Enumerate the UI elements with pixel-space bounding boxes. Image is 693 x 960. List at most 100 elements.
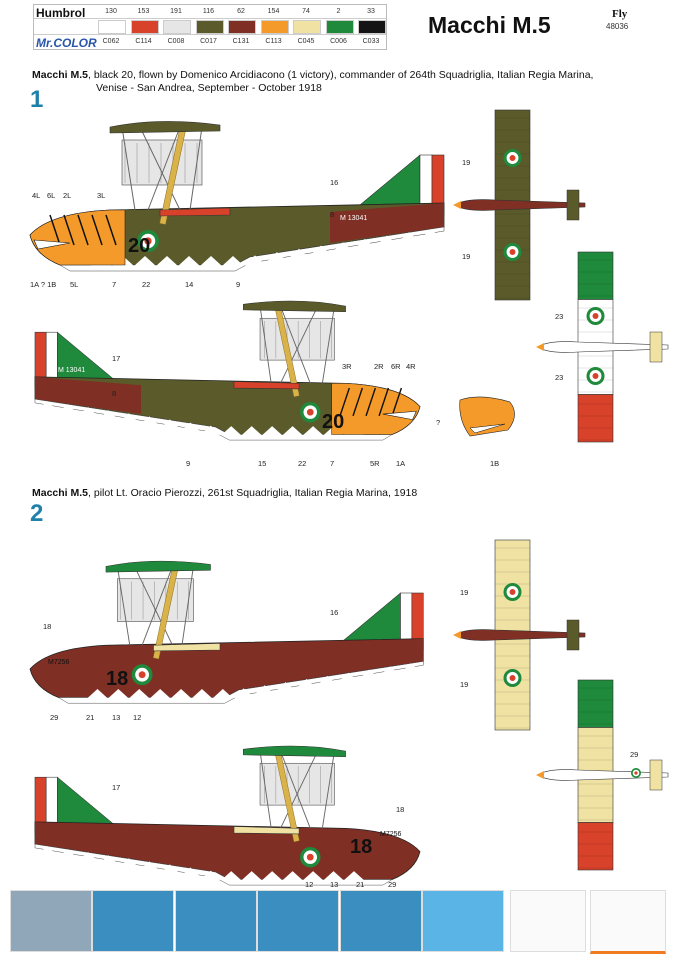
mrcolor-code: C033	[362, 38, 380, 45]
zigzag	[233, 688, 255, 698]
zigzag	[296, 678, 317, 689]
callout-label: 6R	[391, 362, 401, 371]
zigzag	[261, 426, 283, 436]
thumbnail-1[interactable]	[10, 890, 92, 952]
callout-label: 12	[133, 713, 142, 722]
strut	[189, 126, 203, 211]
top-view	[453, 109, 586, 301]
mrcolor-code: C113	[265, 38, 282, 45]
humbrol-code: 62	[237, 8, 245, 15]
humbrol-label: Humbrol	[36, 6, 86, 20]
zigzag	[191, 688, 213, 699]
hull-rear	[34, 376, 141, 415]
wing-band	[577, 822, 614, 871]
mrcolor-label: Mr.COLOR	[36, 36, 97, 50]
color-swatch	[163, 20, 191, 34]
callout-label: 8	[112, 389, 117, 398]
zigzag	[178, 256, 200, 266]
humbrol-code: 153	[137, 8, 150, 15]
top-view	[536, 251, 669, 443]
tiger-teeth	[382, 410, 417, 420]
zigzag	[254, 685, 276, 695]
hull-rear	[330, 203, 444, 243]
humbrol-code: 2	[336, 8, 341, 15]
catalog-number: 48036	[606, 22, 629, 31]
tiger-stripe	[378, 387, 390, 417]
callout-label: 8	[330, 210, 335, 219]
tiger-teeth	[33, 239, 71, 250]
zigzag	[98, 855, 119, 865]
side-view	[34, 300, 421, 441]
thumbnail-2[interactable]	[92, 890, 174, 952]
zigzag	[200, 256, 222, 266]
callout-label: 5L	[70, 280, 79, 289]
thumbnail-5[interactable]	[340, 890, 422, 952]
lower-wing	[233, 826, 300, 835]
page-title: Macchi M.5	[428, 12, 551, 38]
callout-label: 14	[185, 280, 194, 289]
zigzag	[323, 871, 344, 881]
strut	[141, 566, 173, 646]
callout-label: 3R	[342, 362, 352, 371]
tiger-stripe	[365, 387, 377, 417]
roundel-red	[509, 155, 516, 161]
thumbnail-7[interactable]	[510, 890, 586, 952]
callout-label: 1A	[396, 459, 406, 468]
serial-number: M 13041	[340, 215, 367, 222]
zigzag	[343, 871, 365, 881]
callout-label: 29	[50, 713, 59, 722]
nose	[536, 771, 544, 779]
hull-top	[537, 341, 669, 353]
tiger-nose	[29, 209, 126, 266]
zigzag	[302, 871, 324, 881]
callout-label: 19	[460, 680, 469, 689]
callout-label: 23	[555, 373, 564, 382]
thumbnail-4[interactable]	[257, 890, 339, 952]
roundel-red	[592, 373, 599, 379]
zigzag	[398, 232, 420, 243]
color-swatch	[98, 20, 126, 34]
callout-label: 1B	[490, 459, 500, 468]
mrcolor-code: C131	[232, 38, 250, 45]
zigzag	[282, 426, 303, 436]
zigzag	[420, 229, 442, 239]
nose-detail	[459, 396, 515, 437]
zigzag	[57, 404, 78, 414]
roundel-red	[509, 589, 516, 595]
roundel-red	[138, 671, 146, 679]
tiger-stripe	[91, 214, 103, 246]
tailplane	[566, 619, 580, 651]
zigzag	[139, 416, 160, 426]
zigzag	[180, 422, 201, 432]
tiger-stripe	[77, 214, 89, 246]
strut	[134, 566, 173, 646]
zigzag	[275, 682, 296, 692]
caption-text-2: Venise - San Andrea, September - October…	[96, 82, 322, 94]
mrcolor-code: C062	[102, 38, 120, 45]
thumbnail-3[interactable]	[175, 890, 257, 952]
hull-top	[454, 629, 586, 641]
color-swatch	[228, 20, 256, 34]
zigzag	[212, 688, 234, 699]
thumbnail-8[interactable]	[590, 890, 666, 954]
callout-label: 7	[330, 459, 335, 468]
callout-label: 17	[112, 783, 121, 792]
lower-wing	[159, 207, 231, 217]
strut	[259, 306, 272, 384]
zigzag	[159, 419, 181, 429]
top-view	[536, 679, 669, 871]
scheme1-number: 1	[30, 86, 44, 113]
color-swatch	[325, 20, 354, 34]
code-number: 20	[322, 411, 344, 433]
upper-wing	[105, 560, 211, 573]
strut	[280, 305, 319, 384]
wing-band	[577, 394, 614, 443]
roundel-red	[592, 313, 599, 319]
strut	[280, 750, 319, 829]
thumbnail-6[interactable]	[422, 890, 504, 952]
code-number: 20	[128, 235, 150, 257]
callout-label: 12	[305, 880, 314, 889]
side-view	[34, 745, 421, 886]
zigzag	[149, 688, 171, 699]
wing-band	[577, 727, 614, 776]
